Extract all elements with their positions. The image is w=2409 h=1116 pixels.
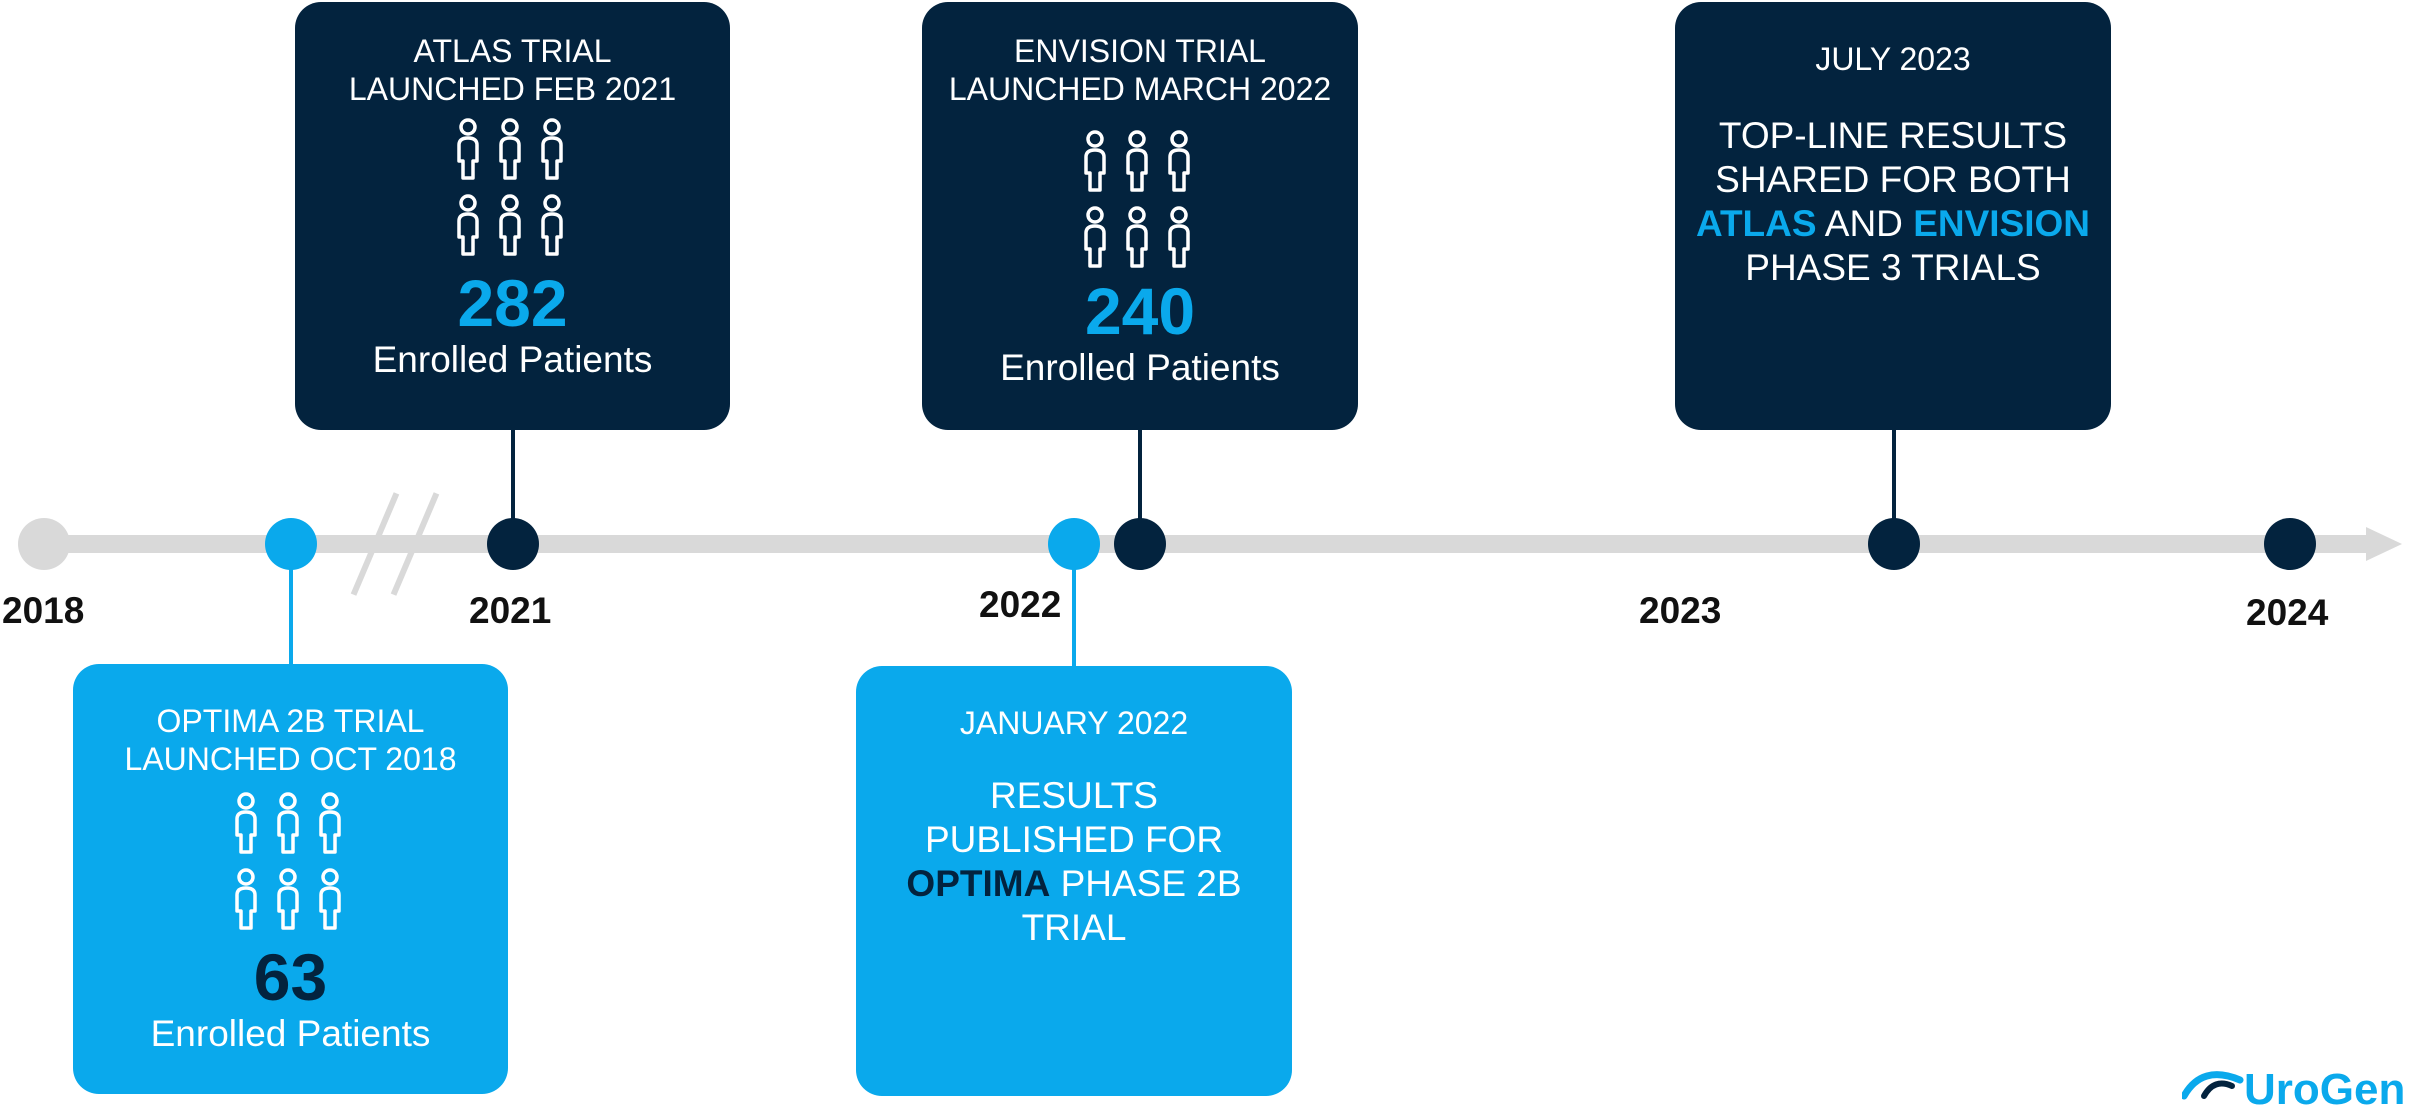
optima-enrolled-count: 63 (253, 940, 328, 1014)
logo-text: UroGen (2244, 1065, 2405, 1114)
connector-envision (1138, 430, 1142, 544)
year-label-2023: 2023 (1639, 590, 1722, 631)
urogen-logo: UroGen (2182, 1065, 2405, 1114)
july2023-line2: SHARED FOR BOTH (1715, 159, 2071, 200)
milestone-dot-july2023 (1868, 518, 1920, 570)
july2023-date: JULY 2023 (1815, 41, 1971, 77)
july2023-line1: TOP-LINE RESULTS (1718, 115, 2068, 156)
milestone-dot-optima (265, 518, 317, 570)
timeline-arrowhead (2366, 527, 2402, 561)
milestone-dot-2024 (2264, 518, 2316, 570)
phase-2b-text: PHASE 2B (1050, 863, 1242, 904)
envision-trial-card: ENVISION TRIAL LAUNCHED MARCH 2022 240 E… (922, 2, 1358, 430)
year-label-2021: 2021 (469, 590, 552, 631)
people-group-icon (1084, 130, 1190, 268)
jan2022-line2: PUBLISHED FOR (924, 819, 1224, 860)
jan2022-line1: RESULTS (990, 775, 1158, 816)
connector-july2023 (1892, 430, 1896, 544)
people-group-icon (234, 792, 341, 930)
people-group-icon (456, 118, 563, 256)
envision-enrolled-count: 240 (1084, 274, 1196, 348)
milestone-dot-atlas (487, 518, 539, 570)
envision-enrolled-label: Enrolled Patients (1000, 347, 1280, 388)
january-2022-results-card: JANUARY 2022 RESULTS PUBLISHED FOR OPTIM… (856, 666, 1292, 1096)
year-label-2022: 2022 (979, 584, 1062, 625)
milestone-dot-jan2022 (1048, 518, 1100, 570)
jan2022-line3: OPTIMA PHASE 2B (856, 862, 1292, 906)
atlas-enrolled-label: Enrolled Patients (372, 339, 653, 380)
atlas-trial-card: ATLAS TRIAL LAUNCHED FEB 2021 282 Enroll… (295, 2, 730, 430)
july2023-line3: ATLAS AND ENVISION (1675, 202, 2111, 246)
timeline-axis (30, 535, 2370, 553)
jan2022-line4: TRIAL (1021, 907, 1127, 948)
optima-heading-line2: LAUNCHED OCT 2018 (124, 741, 457, 777)
july2023-line4: PHASE 3 TRIALS (1745, 247, 2041, 288)
year-label-2018: 2018 (2, 590, 85, 631)
envision-highlight: ENVISION (1913, 203, 2091, 244)
and-text: AND (1816, 203, 1914, 244)
milestone-dot-envision (1114, 518, 1166, 570)
optima-enrolled-label: Enrolled Patients (150, 1013, 431, 1054)
year-label-2024: 2024 (2246, 592, 2329, 633)
atlas-heading-line1: ATLAS TRIAL (413, 33, 612, 69)
atlas-heading-line2: LAUNCHED FEB 2021 (348, 71, 677, 107)
atlas-enrolled-count: 282 (457, 266, 568, 340)
connector-atlas (511, 430, 515, 540)
atlas-highlight: ATLAS (1695, 203, 1817, 244)
optima-heading-line1: OPTIMA 2B TRIAL (156, 703, 425, 739)
jan2022-date: JANUARY 2022 (959, 705, 1189, 741)
connector-jan2022 (1072, 545, 1076, 667)
connector-optima (289, 545, 293, 665)
optima-highlight: OPTIMA (906, 863, 1051, 904)
july-2023-results-card: JULY 2023 TOP-LINE RESULTS SHARED FOR BO… (1675, 2, 2111, 430)
envision-heading-line1: ENVISION TRIAL (1014, 33, 1266, 69)
envision-heading-line2: LAUNCHED MARCH 2022 (948, 71, 1332, 107)
milestone-dot-start (18, 518, 70, 570)
optima-trial-card: OPTIMA 2B TRIAL LAUNCHED OCT 2018 63 Enr… (73, 664, 508, 1094)
